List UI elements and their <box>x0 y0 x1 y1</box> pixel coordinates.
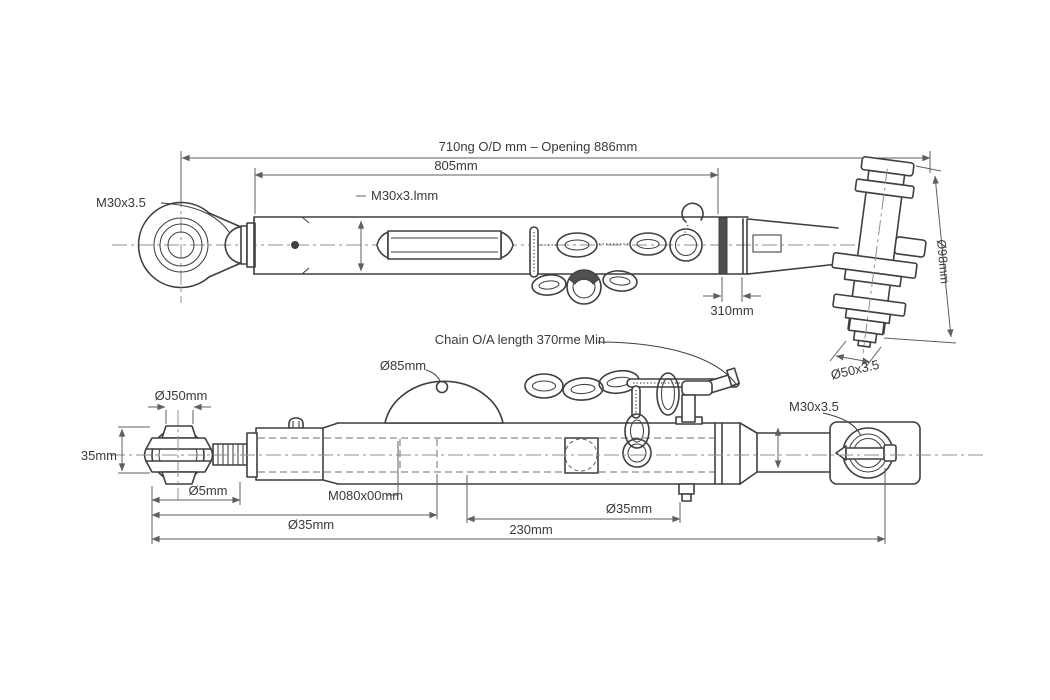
under-bolt <box>678 483 695 502</box>
dome-dia-label: Ø85mm <box>380 358 426 373</box>
collar <box>246 222 256 268</box>
elbow-body <box>681 380 713 396</box>
dimension-d35-right: Ø35mm <box>466 475 681 523</box>
dimension-d5: Ø5mm <box>151 482 241 544</box>
side-handle <box>893 236 927 258</box>
separator-band <box>718 217 728 275</box>
side-view-bottom: Chain O/A length 370rme Min Ø85mm M30x3.… <box>81 332 985 544</box>
clevis-slot <box>752 234 782 253</box>
end-block <box>829 421 921 485</box>
left-section <box>255 427 324 481</box>
leader-chain-note <box>597 341 737 385</box>
dim-d5-label: Ø5mm <box>189 483 228 498</box>
dome-cover <box>384 380 504 424</box>
chain-pin <box>529 226 539 278</box>
dimension-805: 805mm <box>254 158 719 214</box>
side-view-top: 710ng O/D mm – Opening 886mm 805mm M30x3… <box>96 139 957 383</box>
leader-thread-right <box>822 412 862 437</box>
dimension-overall-top: 710ng O/D mm – Opening 886mm <box>180 139 931 205</box>
thread-left-label: M30x3.5 <box>96 195 146 210</box>
label-m080: M080x00mm <box>328 441 403 503</box>
dimension-230: 230mm <box>151 468 886 544</box>
grease-hole <box>291 241 299 249</box>
safety-chain-bottom <box>524 367 740 468</box>
adjuster-grip <box>376 230 514 260</box>
dimension-d50: Ø50x3.5 <box>829 340 882 383</box>
ball-eye-top <box>137 201 256 289</box>
dimension-d35-left: Ø35mm <box>151 474 438 532</box>
dim-d35-left-label: Ø35mm <box>288 517 334 532</box>
body-tube-bottom <box>255 417 831 485</box>
top-nub <box>288 417 304 429</box>
dim-310-label: 310mm <box>710 303 753 318</box>
shaft-bottom <box>747 263 839 275</box>
angled-pin-assembly <box>831 156 927 354</box>
safety-chain-top <box>529 202 704 305</box>
shaft-top <box>747 218 839 229</box>
dim-d35-right-label: Ø35mm <box>606 501 652 516</box>
ring-shading <box>568 269 600 285</box>
dimension-d98: Ø98mm <box>883 165 957 344</box>
leader-dome <box>425 369 441 382</box>
washer <box>240 225 248 265</box>
dimension-310: 310mm <box>703 277 761 318</box>
m080-label: M080x00mm <box>328 488 403 503</box>
body-tube-top <box>253 216 749 275</box>
dim-35-label: 35mm <box>81 448 117 463</box>
dome-hole <box>435 380 449 394</box>
dimension-eye-height: 35mm <box>81 426 150 474</box>
lynch-ring-upright <box>656 372 680 416</box>
thread-right-label: M30x3.5 <box>789 399 839 414</box>
leader-thread-left <box>160 202 230 233</box>
klik-pin-shaft <box>845 447 885 460</box>
lynch-ring <box>681 202 704 223</box>
dim-230-label: 230mm <box>509 522 552 537</box>
dim-805-label: 805mm <box>434 158 477 173</box>
dimension-cap: ØJ50mm <box>148 388 211 424</box>
elbow-stem <box>681 394 696 423</box>
dim-d50-label: Ø50x3.5 <box>829 357 880 383</box>
chain-drop-pin <box>631 385 641 419</box>
dimension-thread-mid: M30x3.lmm <box>356 188 438 272</box>
dim-d98-label: Ø98mm <box>934 239 952 285</box>
dim-cap-label: ØJ50mm <box>155 388 208 403</box>
dim-overall-label: 710ng O/D mm – Opening 886mm <box>439 139 638 154</box>
chain-note-label: Chain O/A length 370rme Min <box>435 332 606 347</box>
thread-mid-label: M30x3.lmm <box>371 188 438 203</box>
klik-pin-head <box>883 444 897 462</box>
